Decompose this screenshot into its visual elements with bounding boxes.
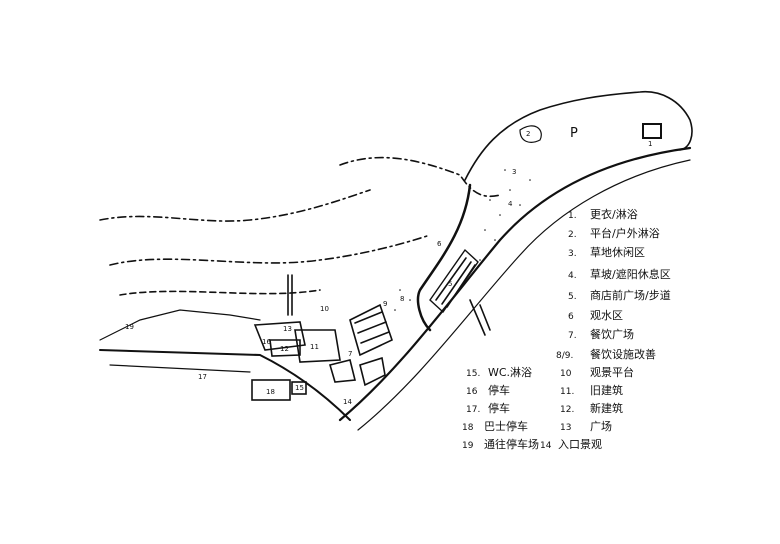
legend-num: 19 [462,441,474,451]
legend-item: 1. 更衣/淋浴 [568,208,638,223]
legend-item: 2. 平台/户外淋浴 [568,227,660,242]
legend-text: 商店前广场/步道 [590,289,671,302]
legend-text: 广场 [590,420,612,433]
contour [99,309,261,341]
legend-item: 6 观水区 [568,309,623,324]
path-6 [416,183,472,332]
legend-num: 3. [568,249,577,259]
legend-num: 16 [466,387,478,397]
legend-text: 停车 [488,402,510,415]
legend-item: 11. 旧建筑 [560,384,623,399]
legend-text: 观水区 [590,309,623,322]
tower [287,274,293,316]
legend-text: 平台/户外淋浴 [590,227,660,240]
map-label: 17 [198,373,207,381]
legend-num: 10 [560,369,572,379]
legend-text: 巴士停车 [484,420,528,433]
legend-text: 草坡/遮阳休息区 [590,268,671,281]
legend-text: 更衣/淋浴 [590,208,638,221]
map-label: 8 [400,295,405,303]
map-label: 11 [310,343,319,351]
legend-text: 草地休闲区 [590,246,645,259]
legend-num: 12. [560,405,575,415]
map-label: 14 [343,398,352,406]
main-road-edge [338,146,692,422]
map-label: 4 [508,200,513,208]
coastline [464,90,693,181]
legend-item: 16 停车 [466,384,510,399]
hatched-building-7 [349,303,393,357]
map-label: 9 [383,300,388,308]
legend-text: 餐饮设施改善 [590,348,656,361]
legend-text: 旧建筑 [590,384,623,397]
legend-num: 6 [568,312,574,322]
legend-num: 17. [466,405,481,415]
map-label: 19 [125,323,134,331]
map-label: 5 [448,280,453,288]
legend-num: 7. [568,331,577,341]
legend-num: 5. [568,292,577,302]
legend-text: WC.淋浴 [488,366,533,379]
map-label: 10 [320,305,329,313]
legend-item: 4. 草坡/遮阳休息区 [568,268,671,283]
dashed-contour [99,189,371,222]
legend-num: 4. [568,271,577,281]
dashed-contour [109,234,431,266]
legend-item: 17. 停车 [466,402,510,417]
building-15 [291,381,307,395]
map-label: 18 [266,388,275,396]
legend-item: 12. 新建筑 [560,402,623,417]
legend-item: 18 巴士停车 [462,420,528,435]
dashed-contour [339,156,501,197]
legend-item: 14 入口景观 [540,438,602,453]
legend-item: 15. WC.淋浴 [466,366,532,381]
legend-text: 通往停车场 [484,438,539,451]
hatched-building [328,359,357,383]
legend-num: 13 [560,423,572,433]
building-18 [251,379,291,401]
legend-item: 8/9. 餐饮设施改善 [556,348,656,363]
building-13 [253,321,306,351]
lower-road-2 [109,364,251,373]
legend-text: 观景平台 [590,366,634,379]
legend-item: 10 观景平台 [560,366,634,381]
lower-road [99,349,351,421]
side-road [469,299,491,336]
stipple-area [394,169,531,311]
parking-label: P [570,126,578,141]
hatched-building [359,356,386,387]
legend-num: 2. [568,230,577,240]
legend-text: 入口景观 [558,438,602,451]
legend-num: 8/9. [556,351,574,361]
legend-text: 餐饮广场 [590,328,634,341]
dashed-contour [119,289,321,296]
map-label: 16 [262,338,271,346]
legend-item: 3. 草地休闲区 [568,246,645,261]
map-label: 3 [512,168,517,176]
legend-num: 15. [466,369,481,379]
legend-item: 5. 商店前广场/步道 [568,289,671,304]
main-road-edge-2 [357,159,691,431]
legend-num: 14 [540,441,552,451]
map-label: 7 [348,350,353,358]
building-1 [642,123,662,139]
legend-num: 18 [462,423,474,433]
map-label: 1 [648,140,653,148]
legend-text: 新建筑 [590,402,623,415]
legend-item: 19 通往停车场 [462,438,539,453]
map-label: 15 [295,384,304,392]
map-label: 2 [526,130,531,138]
map-label: 13 [283,325,292,333]
building-12 [269,339,301,357]
map-label: 12 [280,345,289,353]
building-11 [294,329,341,363]
legend-num: 1. [568,211,577,221]
legend-num: 11. [560,387,575,397]
legend-text: 停车 [488,384,510,397]
legend-item: 7. 餐饮广场 [568,328,634,343]
area-2 [519,125,542,143]
map-label: 6 [437,240,442,248]
hatched-building-5 [429,248,479,314]
legend-item: 13 广场 [560,420,612,435]
